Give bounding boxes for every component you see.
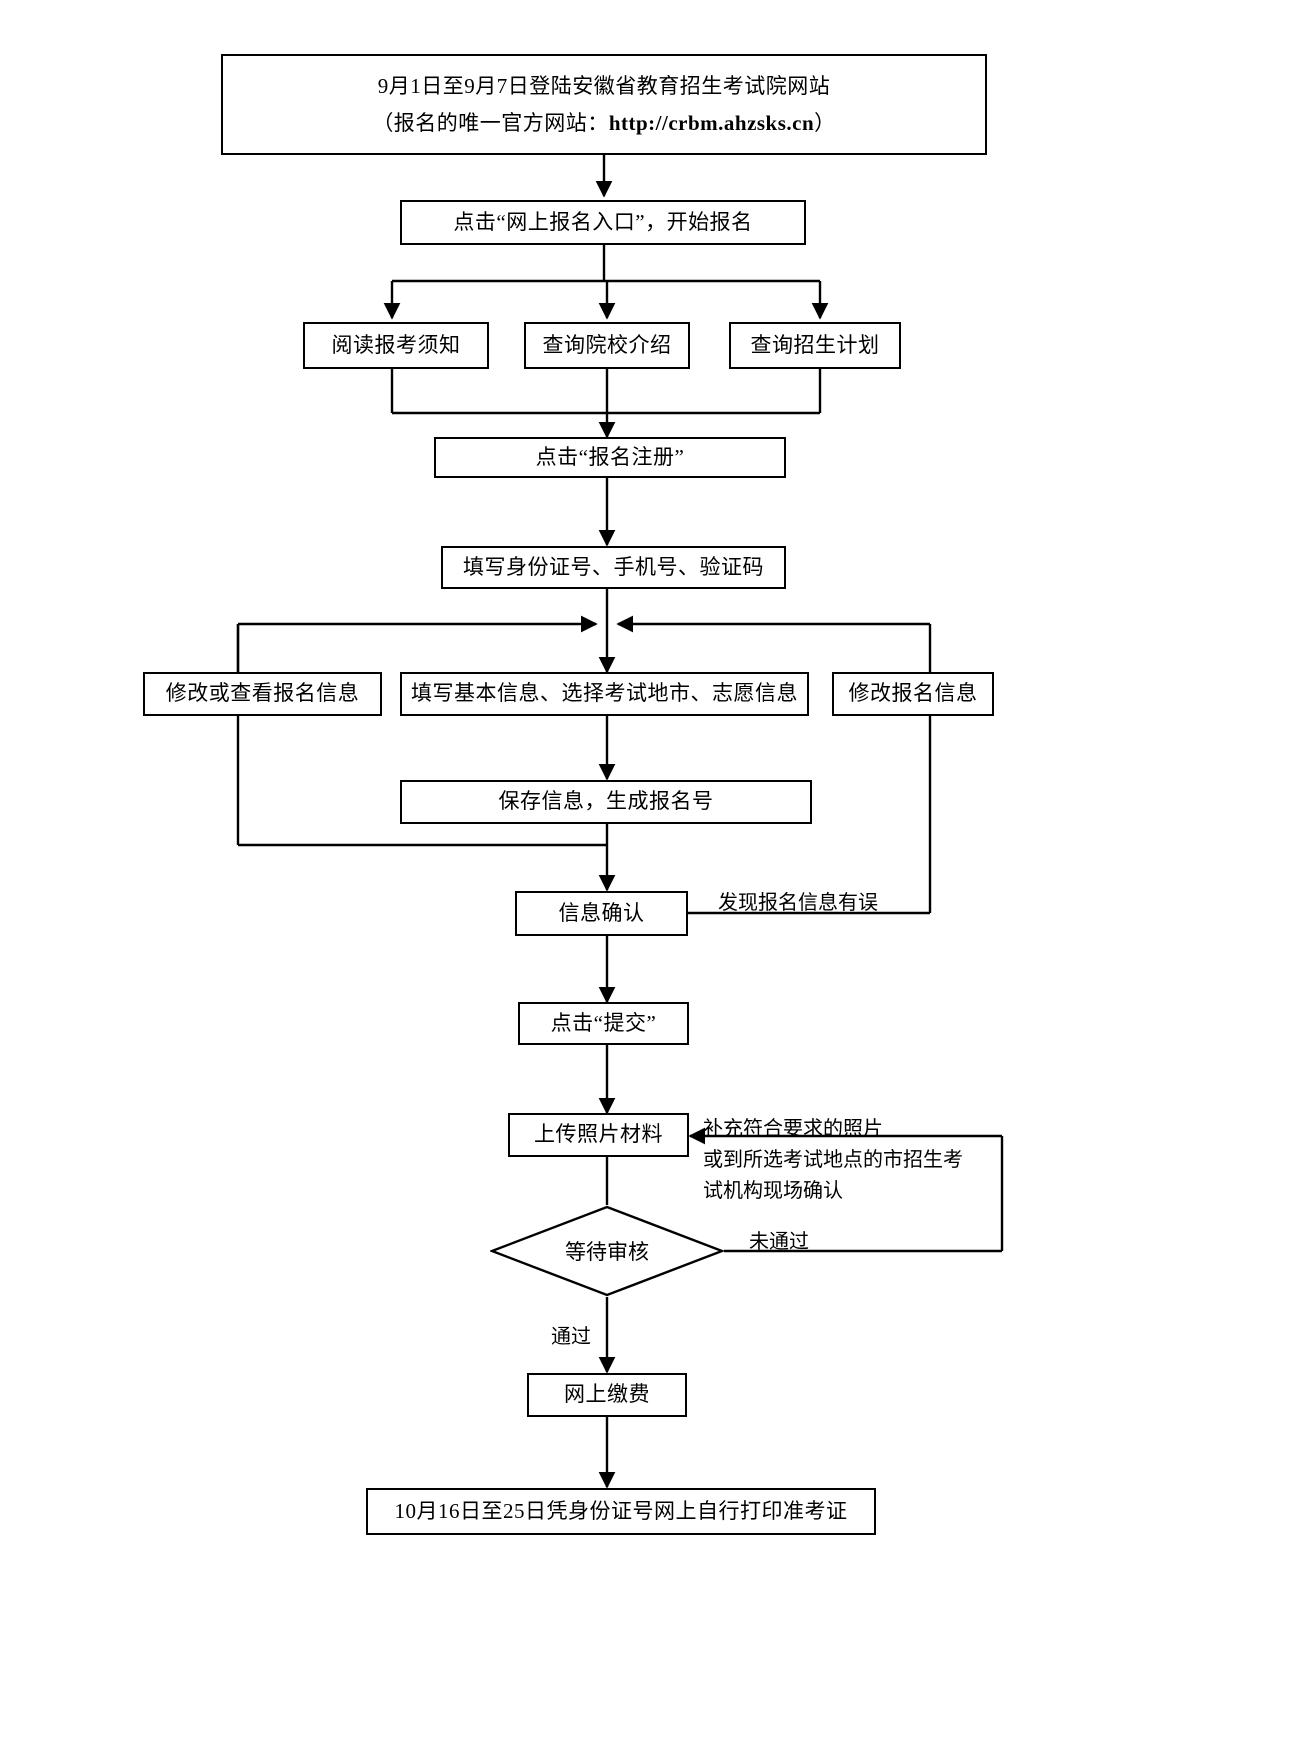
supplement-line-2: 或到所选考试地点的市招生考 — [703, 1149, 963, 1171]
node-label: 10月16日至25日凭身份证号网上自行打印准考证 — [394, 1498, 848, 1523]
node-label: 点击“网上报名入口”，开始报名 — [453, 209, 753, 234]
edge-label-text: 通过 — [551, 1326, 591, 1348]
node-await-review: 等待审核 — [490, 1205, 724, 1297]
node-print-admission-ticket: 10月16日至25日凭身份证号网上自行打印准考证 — [366, 1488, 876, 1535]
node-query-school-intro: 查询院校介绍 — [524, 322, 690, 369]
website-note-suffix: ） — [814, 110, 836, 135]
node-website: 9月1日至9月7日登陆安徽省教育招生考试院网站 （报名的唯一官方网站：http:… — [221, 54, 987, 155]
node-label: 填写身份证号、手机号、验证码 — [463, 554, 764, 579]
supplement-line-3: 试机构现场确认 — [703, 1180, 843, 1202]
diamond-shape — [490, 1205, 724, 1297]
node-info-confirmation: 信息确认 — [515, 891, 688, 936]
node-label: 信息确认 — [558, 900, 645, 925]
edge-label-passed: 通过 — [551, 1322, 591, 1353]
website-line-1: 9月1日至9月7日登陆安徽省教育招生考试院网站 — [377, 73, 831, 98]
node-label: 填写基本信息、选择考试地市、志愿信息 — [411, 681, 798, 706]
edge-label-supplement-photo: 补充符合要求的照片 或到所选考试地点的市招生考 试机构现场确认 — [703, 1114, 963, 1207]
node-online-payment: 网上缴费 — [527, 1373, 687, 1417]
edge-label-text: 未通过 — [749, 1231, 809, 1253]
node-fill-basic-info: 填写基本信息、选择考试地市、志愿信息 — [400, 672, 809, 716]
registration-url: http://crbm.ahzsks.cn — [608, 110, 815, 135]
website-note-prefix: （报名的唯一官方网站： — [372, 110, 609, 135]
node-click-register: 点击“报名注册” — [434, 437, 786, 478]
node-label: 点击“报名注册” — [535, 444, 685, 469]
node-query-enrollment-plan: 查询招生计划 — [729, 322, 901, 369]
node-label: 查询招生计划 — [750, 332, 880, 357]
node-label: 点击“提交” — [550, 1010, 657, 1035]
node-upload-photo-material: 上传照片材料 — [508, 1113, 689, 1157]
edge-label-info-error: 发现报名信息有误 — [718, 888, 878, 919]
node-online-registration-entry: 点击“网上报名入口”，开始报名 — [400, 200, 806, 245]
node-fill-id-phone-captcha: 填写身份证号、手机号、验证码 — [441, 546, 786, 589]
website-line-2: （报名的唯一官方网站：http://crbm.ahzsks.cn） — [372, 105, 835, 142]
node-label: 上传照片材料 — [534, 1122, 663, 1147]
node-label: 保存信息，生成报名号 — [498, 789, 714, 814]
node-modify-registration-info: 修改报名信息 — [832, 672, 994, 716]
node-label: 修改或查看报名信息 — [165, 681, 360, 706]
node-label: 修改报名信息 — [848, 681, 978, 706]
edge-label-text: 发现报名信息有误 — [718, 892, 878, 914]
node-modify-or-view-info: 修改或查看报名信息 — [143, 672, 382, 716]
node-read-notice: 阅读报考须知 — [303, 322, 489, 369]
edge-label-not-passed: 未通过 — [749, 1227, 809, 1258]
node-click-submit: 点击“提交” — [518, 1002, 689, 1045]
supplement-line-1: 补充符合要求的照片 — [703, 1118, 883, 1140]
node-label: 网上缴费 — [564, 1382, 650, 1407]
node-label: 查询院校介绍 — [542, 332, 672, 357]
node-save-info-generate-number: 保存信息，生成报名号 — [400, 780, 812, 824]
node-label: 阅读报考须知 — [331, 332, 461, 357]
